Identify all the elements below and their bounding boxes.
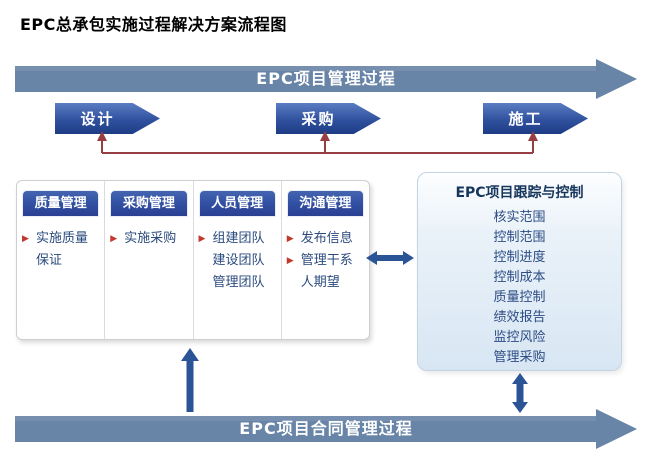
list-item: ▶ 实施质量	[22, 228, 102, 250]
column-communication: 沟通管理 ▶ 发布信息 ▶ 管理干系 人期望	[282, 181, 369, 339]
bullet-arrow-icon: ▶	[110, 234, 118, 244]
list-item: ▶ 组建团队	[199, 228, 279, 250]
list-item-text: 组建团队	[212, 231, 265, 246]
vertical-double-arrow-icon	[512, 373, 528, 413]
bottom-banner-arrow-icon	[15, 409, 637, 449]
list-item: ▶ 发布信息	[287, 228, 367, 250]
list-item: 人期望	[287, 272, 367, 294]
bullet-arrow-icon: ▶	[286, 256, 294, 266]
list-item: 建设团队	[199, 250, 279, 272]
list-item-text: 管理团队	[212, 275, 265, 290]
page-title: EPC总承包实施过程解决方案流程图	[20, 15, 287, 34]
top-banner-arrow-icon	[15, 59, 637, 99]
phase-procurement-label: 采购	[301, 110, 336, 128]
bottom-banner-label: EPC项目合同管理过程	[239, 419, 413, 438]
top-banner-label: EPC项目管理过程	[256, 69, 396, 88]
column-communication-header: 沟通管理	[286, 190, 364, 217]
list-item-text: 建设团队	[212, 253, 265, 268]
column-procurement-header: 采购管理	[110, 190, 188, 217]
tracking-item: 监控风险	[493, 330, 546, 345]
bullet-arrow-icon	[199, 250, 213, 272]
tracking-box-title: EPC项目跟踪与控制	[455, 185, 584, 201]
tracking-item: 绩效报告	[493, 310, 546, 325]
column-personnel-header: 人员管理	[198, 190, 276, 217]
bullet-arrow-icon: ▶	[22, 234, 29, 244]
list-item-text: 实施质量	[36, 231, 89, 246]
column-procurement: 采购管理 ▶ 实施采购	[105, 181, 194, 339]
tracking-item: 核实范围	[493, 210, 546, 225]
bullet-arrow-icon: ▶	[286, 234, 294, 244]
phase-construction-label: 施工	[508, 110, 543, 128]
tracking-item: 管理采购	[493, 350, 546, 365]
list-item: 保证	[22, 250, 102, 272]
phase-design-label: 设计	[80, 110, 115, 128]
list-item: ▶ 实施采购	[110, 228, 190, 250]
list-item-text: 发布信息	[300, 231, 353, 246]
list-item: 管理团队	[199, 272, 279, 294]
column-quality-header: 质量管理	[22, 190, 100, 217]
list-item-text: 人期望	[300, 275, 340, 290]
tracking-item: 控制范围	[493, 230, 546, 245]
list-item: ▶ 管理干系	[287, 250, 367, 272]
tracking-item: 控制成本	[493, 270, 546, 285]
bullet-arrow-icon: ▶	[198, 234, 206, 244]
feedback-connector-icon	[97, 131, 538, 154]
tracking-control-box: EPC项目跟踪与控制 核实范围 控制范围 控制进度 控制成本 质量控制 绩效报告…	[417, 172, 622, 371]
horizontal-double-arrow-icon	[366, 251, 414, 265]
column-quality: 质量管理 ▶ 实施质量 保证	[17, 181, 106, 339]
tracking-list: 核实范围 控制范围 控制进度 控制成本 质量控制 绩效报告 监控风险 管理采购	[418, 208, 621, 368]
list-item-text: 实施采购	[124, 231, 177, 246]
bullet-arrow-icon	[287, 272, 301, 294]
upward-arrow-icon	[181, 348, 199, 412]
bullet-arrow-icon	[199, 272, 213, 294]
list-item-text: 保证	[36, 253, 63, 268]
tracking-item: 质量控制	[493, 290, 546, 305]
bullet-arrow-icon	[22, 250, 36, 272]
list-item-text: 管理干系	[300, 253, 353, 268]
management-panel: 质量管理 ▶ 实施质量 保证 采购管理 ▶ 实	[16, 180, 370, 340]
column-personnel: 人员管理 ▶ 组建团队 建设团队 管理团队	[194, 181, 282, 339]
tracking-item: 控制进度	[493, 250, 546, 265]
